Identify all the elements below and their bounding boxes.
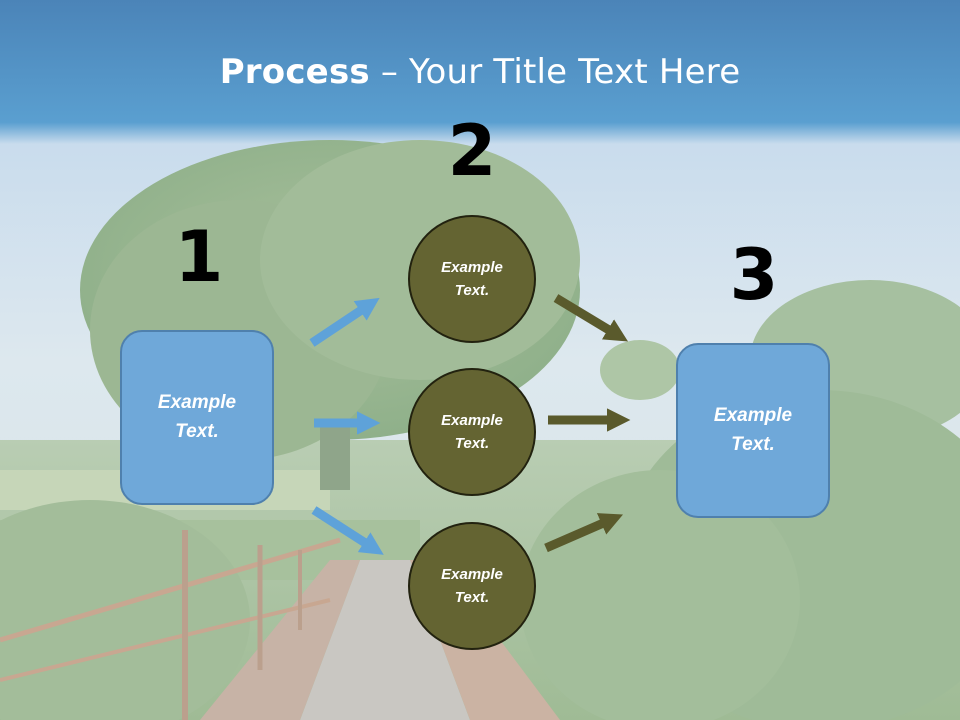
- step2-circle-top: Example Text.: [408, 215, 536, 343]
- circle-top-line1: Example: [441, 258, 503, 276]
- circle-top-line2: Text.: [454, 282, 490, 299]
- step3-box-line1: Example: [713, 405, 793, 426]
- step1-box-line2: Text.: [175, 420, 219, 442]
- step-number-2: 2: [447, 110, 497, 192]
- step3-box: Example Text.: [676, 343, 830, 518]
- title-rest: – Your Title Text Here: [369, 52, 741, 92]
- circle-middle-line2: Text.: [454, 435, 490, 452]
- step1-box: Example Text.: [120, 330, 274, 505]
- step2-circle-middle: Example Text.: [408, 368, 536, 496]
- arrow-box1-to-circle-top: [309, 297, 380, 347]
- step2-circle-bottom: Example Text.: [408, 522, 536, 650]
- arrow-circle-top-to-box3: [553, 294, 629, 342]
- circle-bottom-line2: Text.: [454, 589, 490, 606]
- arrow-circle-bottom-to-box3: [544, 513, 624, 553]
- step3-box-line2: Text.: [731, 433, 775, 455]
- circle-middle-line1: Example: [441, 411, 503, 429]
- slide-title: Process – Your Title Text Here: [0, 52, 960, 92]
- circle-bottom-line1: Example: [441, 565, 503, 583]
- arrow-box1-to-circle-bottom: [311, 506, 384, 555]
- step1-box-line1: Example: [157, 392, 237, 413]
- title-bold: Process: [219, 52, 370, 92]
- step-number-3: 3: [729, 234, 779, 316]
- step-number-1: 1: [174, 216, 224, 298]
